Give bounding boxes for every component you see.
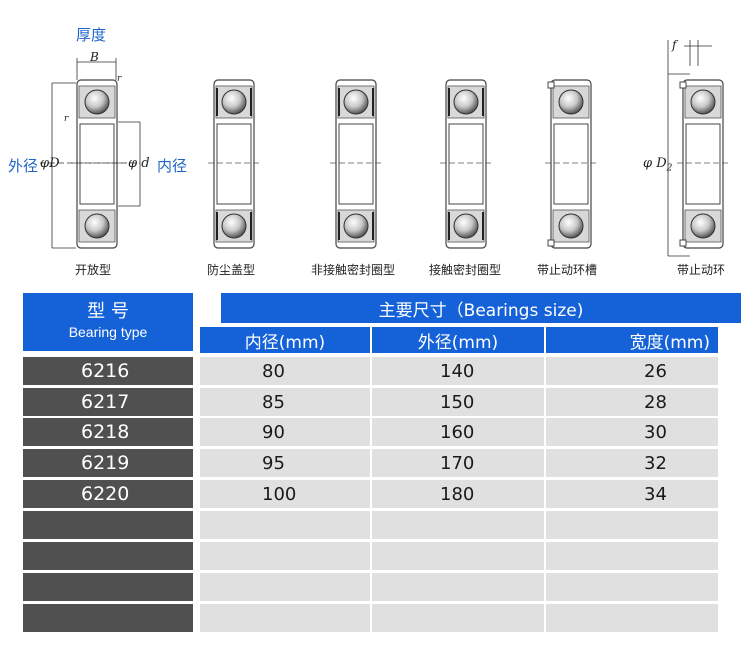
- bearing-inner-ring: [338, 123, 374, 205]
- type-header-en: Bearing type: [68, 324, 148, 340]
- row-width-cell: 32: [546, 449, 718, 477]
- ball: [343, 89, 369, 115]
- row-inner-cell: [200, 604, 370, 632]
- row-model-cell: 6220: [23, 480, 193, 508]
- row-model-cell: [23, 511, 193, 539]
- row-width-cell: [546, 604, 718, 632]
- ball: [84, 89, 110, 115]
- main-size-header: 主要尺寸（Bearings size): [221, 293, 741, 323]
- ball: [343, 213, 369, 239]
- row-model-cell: [23, 542, 193, 570]
- phi-d-outer-label: φD: [40, 156, 60, 171]
- row-inner-cell: 80: [200, 357, 370, 385]
- row-model-cell: 6218: [23, 418, 193, 446]
- row-width-cell: 26: [546, 357, 718, 385]
- r-label-top: r: [117, 74, 122, 84]
- row-width-cell: [546, 542, 718, 570]
- bearing-types-diagram: [40, 40, 729, 257]
- ball: [558, 213, 584, 239]
- inner-diameter-label: 内径: [157, 157, 188, 175]
- bearing-inner-ring: [448, 123, 484, 205]
- bearing-inner-ring: [685, 123, 721, 205]
- caption-snap-ring-groove: 带止动环槽: [537, 263, 598, 277]
- outer-diameter-label: 外径: [8, 157, 39, 175]
- ball: [84, 213, 110, 239]
- ball: [558, 89, 584, 115]
- row-model-cell: [23, 604, 193, 632]
- row-inner-cell: 85: [200, 388, 370, 416]
- col-inner-header: 内径(mm): [200, 327, 370, 353]
- row-outer-cell: [372, 542, 544, 570]
- row-outer-cell: [372, 511, 544, 539]
- bearing-inner-ring: [79, 123, 115, 205]
- f-dimension-label: f: [672, 38, 677, 52]
- row-outer-cell: 180: [372, 480, 544, 508]
- row-model-cell: [23, 573, 193, 601]
- thickness-label: 厚度: [76, 26, 107, 44]
- col-width-header: 宽度(mm): [546, 327, 718, 353]
- caption-dust-cover: 防尘盖型: [207, 263, 256, 277]
- caption-non-contact-seal: 非接触密封圈型: [311, 263, 396, 277]
- caption-snap-ring: 带止动环: [677, 263, 726, 277]
- row-outer-cell: 170: [372, 449, 544, 477]
- row-model-cell: 6217: [23, 388, 193, 416]
- row-outer-cell: 150: [372, 388, 544, 416]
- ball: [690, 89, 716, 115]
- caption-contact-seal: 接触密封圈型: [429, 263, 502, 277]
- r-label-side: r: [64, 114, 69, 124]
- row-outer-cell: 140: [372, 357, 544, 385]
- row-inner-cell: [200, 511, 370, 539]
- ball: [453, 89, 479, 115]
- row-width-cell: [546, 511, 718, 539]
- row-inner-cell: 90: [200, 418, 370, 446]
- row-model-cell: 6216: [23, 357, 193, 385]
- row-inner-cell: [200, 573, 370, 601]
- type-header-cell: 型 号 Bearing type: [23, 293, 193, 351]
- bearing-inner-ring: [216, 123, 252, 205]
- phi-d2-label: φ D2: [643, 156, 673, 174]
- row-width-cell: 28: [546, 388, 718, 416]
- row-outer-cell: 160: [372, 418, 544, 446]
- bearing-inner-ring: [553, 123, 589, 205]
- snap-groove-bottom: [679, 239, 687, 247]
- snap-groove-top: [547, 81, 555, 89]
- type-header: 型 号: [87, 301, 129, 322]
- caption-open: 开放型: [75, 263, 112, 277]
- row-outer-cell: [372, 573, 544, 601]
- row-width-cell: [546, 573, 718, 601]
- col-outer-header: 外径(mm): [372, 327, 544, 353]
- row-width-cell: 30: [546, 418, 718, 446]
- ball: [221, 89, 247, 115]
- row-outer-cell: [372, 604, 544, 632]
- row-model-cell: 6219: [23, 449, 193, 477]
- row-inner-cell: [200, 542, 370, 570]
- ball: [453, 213, 479, 239]
- ball: [221, 213, 247, 239]
- snap-groove-bottom: [547, 239, 555, 247]
- ball: [690, 213, 716, 239]
- row-inner-cell: 100: [200, 480, 370, 508]
- b-dimension-label: B: [90, 50, 99, 64]
- row-width-cell: 34: [546, 480, 718, 508]
- phi-d-inner-label: φ d: [128, 156, 150, 171]
- snap-groove-top: [679, 81, 687, 89]
- row-inner-cell: 95: [200, 449, 370, 477]
